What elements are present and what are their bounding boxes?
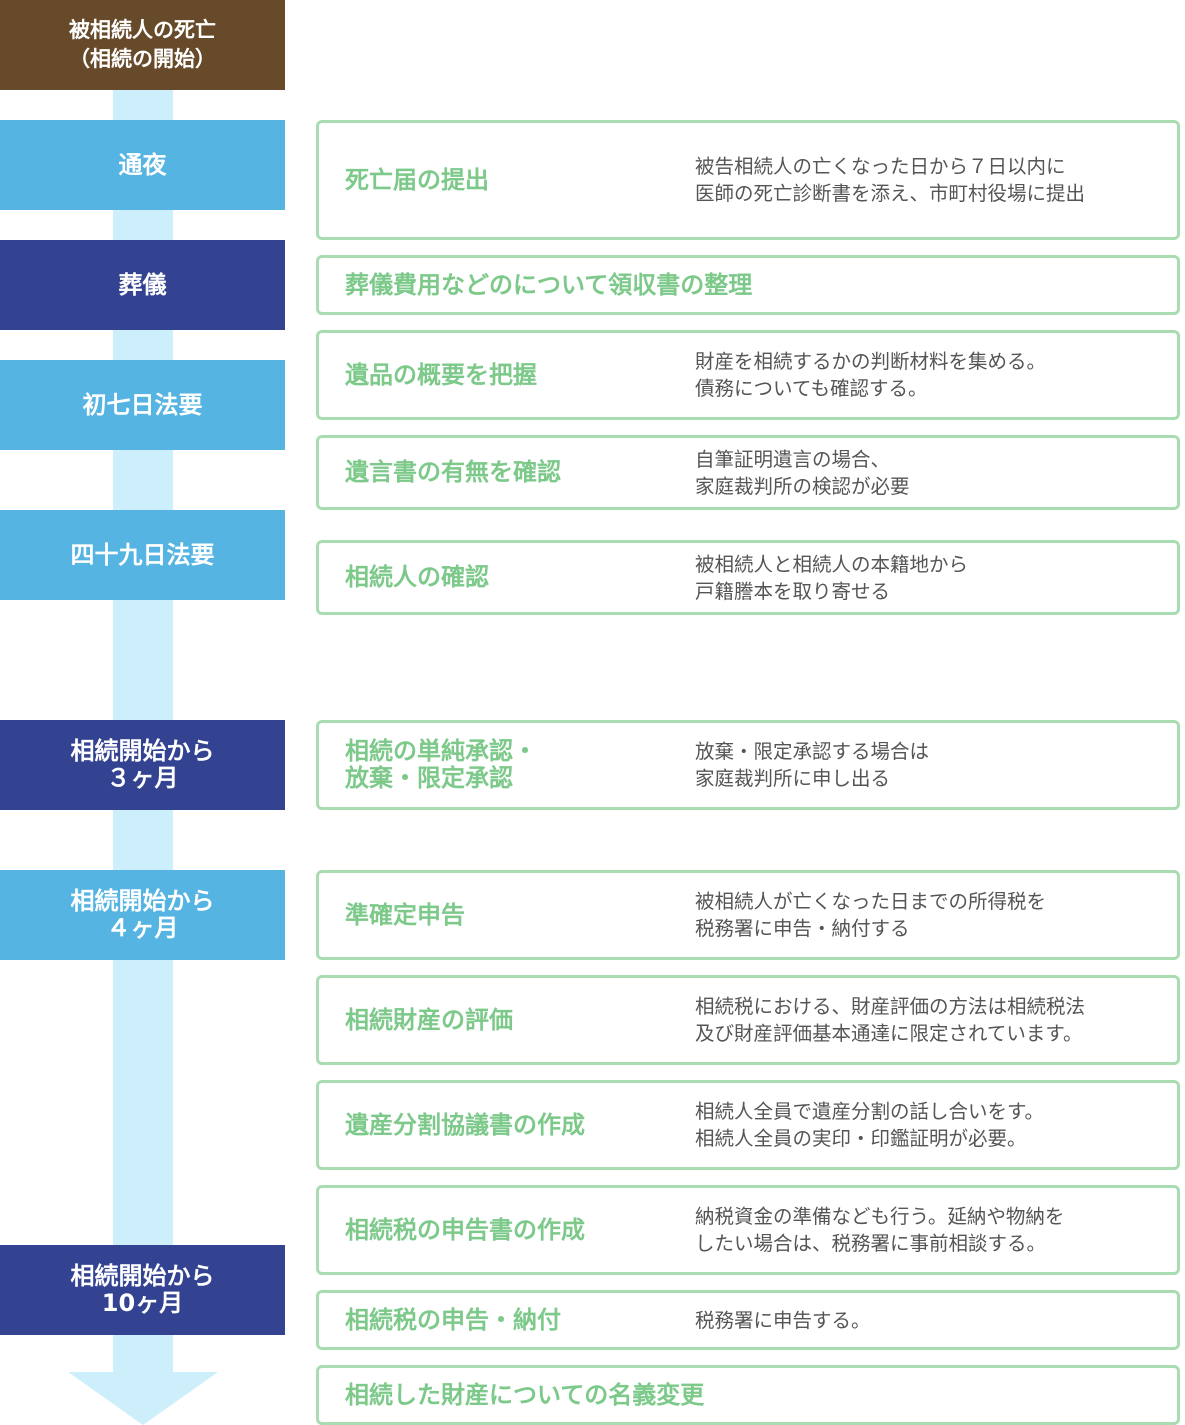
stage-3-months: 相続開始から ３ヶ月 <box>0 720 285 810</box>
task-title: 遺言書の有無を確認 <box>345 458 561 486</box>
stage-10-months: 相続開始から 10ヶ月 <box>0 1245 285 1335</box>
task-box: 準確定申告 被相続人が亡くなった日までの所得税を 税務署に申告・納付する <box>316 870 1180 960</box>
task-title: 相続財産の評価 <box>345 1005 513 1034</box>
task-description: 納税資金の準備なども行う。延納や物納を したい場合は、税務署に事前相談する。 <box>695 1205 1065 1255</box>
stage-seventh-day-memorial: 初七日法要 <box>0 360 285 450</box>
task-box: 相続財産の評価 相続税における、財産評価の方法は相続税法 及び財産評価基本通達に… <box>316 975 1180 1065</box>
task-box: 相続税の申告・納付 税務署に申告する。 <box>316 1290 1180 1350</box>
stage-4-months: 相続開始から ４ヶ月 <box>0 870 285 960</box>
timeline-arrow-head <box>68 1372 218 1425</box>
stage-funeral: 葬儀 <box>0 240 285 330</box>
task-description: 放棄・限定承認する場合は 家庭裁判所に申し出る <box>695 740 930 790</box>
task-box: 相続の単純承認・ 放棄・限定承認 放棄・限定承認する場合は 家庭裁判所に申し出る <box>316 720 1180 810</box>
task-box: 遺言書の有無を確認 自筆証明遺言の場合、 家庭裁判所の検認が必要 <box>316 435 1180 510</box>
task-title: 死亡届の提出 <box>345 165 489 194</box>
task-title: 相続した財産についての名義変更 <box>345 1380 705 1409</box>
stage-49th-day-memorial: 四十九日法要 <box>0 510 285 600</box>
task-title: 遺品の概要を把握 <box>345 360 537 389</box>
task-title: 葬儀費用などのについて領収書の整理 <box>345 270 753 299</box>
task-box: 遺産分割協議書の作成 相続人全員で遺産分割の話し合いをす。 相続人全員の実印・印… <box>316 1080 1180 1170</box>
task-box: 相続税の申告書の作成 納税資金の準備なども行う。延納や物納を したい場合は、税務… <box>316 1185 1180 1275</box>
task-box: 相続した財産についての名義変更 <box>316 1365 1180 1425</box>
task-description: 財産を相続するかの判断材料を集める。 債務についても確認する。 <box>695 350 1047 400</box>
task-title: 相続税の申告書の作成 <box>345 1215 585 1244</box>
stage-wake: 通夜 <box>0 120 285 210</box>
task-title: 準確定申告 <box>345 900 465 929</box>
task-description: 相続人全員で遺産分割の話し合いをす。 相続人全員の実印・印鑑証明が必要。 <box>695 1100 1045 1150</box>
task-box: 遺品の概要を把握 財産を相続するかの判断材料を集める。 債務についても確認する。 <box>316 330 1180 420</box>
task-box: 死亡届の提出 被告相続人の亡くなった日から７日以内に 医師の死亡診断書を添え、市… <box>316 120 1180 240</box>
stage-death: 被相続人の死亡 （相続の開始） <box>0 0 285 90</box>
task-title: 相続税の申告・納付 <box>345 1305 561 1334</box>
task-description: 自筆証明遺言の場合、 家庭裁判所の検認が必要 <box>695 447 910 498</box>
task-description: 相続税における、財産評価の方法は相続税法 及び財産評価基本通達に限定されています… <box>695 995 1086 1045</box>
task-title: 相続人の確認 <box>345 563 489 591</box>
task-title: 遺産分割協議書の作成 <box>345 1110 585 1139</box>
task-description: 被相続人と相続人の本籍地から 戸籍謄本を取り寄せる <box>695 552 969 603</box>
task-description: 税務署に申告する。 <box>695 1308 871 1332</box>
task-box: 相続人の確認 被相続人と相続人の本籍地から 戸籍謄本を取り寄せる <box>316 540 1180 615</box>
task-title: 相続の単純承認・ 放棄・限定承認 <box>345 737 537 792</box>
task-box: 葬儀費用などのについて領収書の整理 <box>316 255 1180 315</box>
task-description: 被告相続人の亡くなった日から７日以内に 医師の死亡診断書を添え、市町村役場に提出 <box>695 155 1086 205</box>
task-description: 被相続人が亡くなった日までの所得税を 税務署に申告・納付する <box>695 890 1047 940</box>
